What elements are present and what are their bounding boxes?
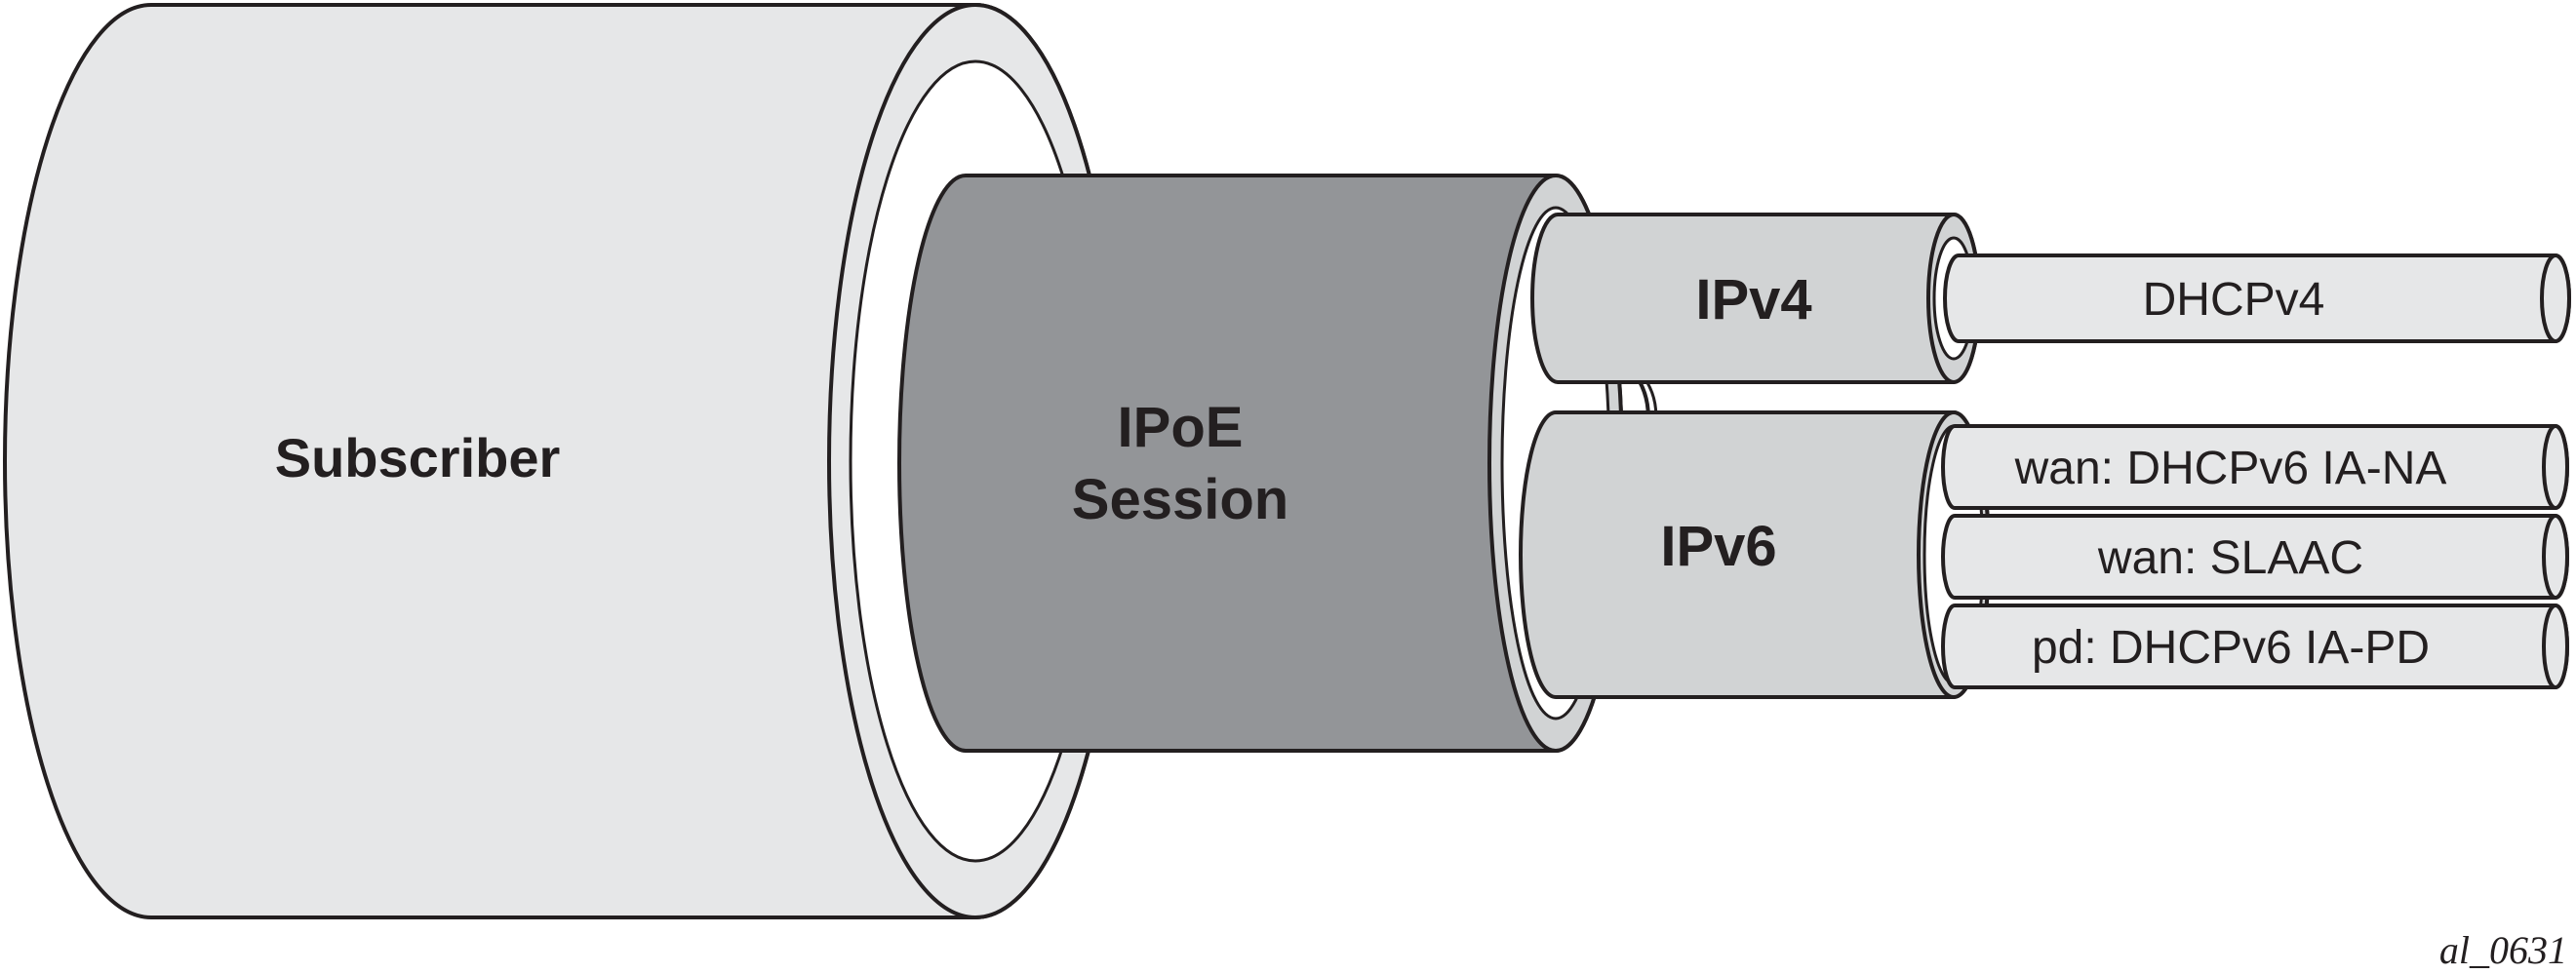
pd-dhcpv6-tube-end: [2542, 604, 2569, 689]
figure-id-label: al_0631: [2439, 928, 2567, 972]
dhcpv4-tube: [1943, 253, 2571, 343]
ipoe-session-label-line1: IPoE: [1118, 396, 1244, 459]
subscriber-label: Subscriber: [275, 427, 561, 488]
wan-slaac-tube: [1941, 514, 2569, 600]
dhcpv4-label: DHCPv4: [2143, 274, 2325, 326]
ipv4-label: IPv4: [1695, 268, 1811, 331]
pd-dhcpv6-tube: [1941, 604, 2569, 689]
wan-dhcpv6-tube: [1941, 424, 2569, 510]
wan-dhcpv6-label: wan: DHCPv6 IA-NA: [2014, 443, 2447, 494]
wan-slaac-tube-end: [2542, 514, 2569, 600]
pd-dhcpv6-label: pd: DHCPv6 IA-PD: [2032, 622, 2430, 674]
wan-dhcpv6-tube-end: [2542, 424, 2569, 510]
ipoe-session-label-line2: Session: [1072, 468, 1288, 531]
dhcpv4-tube-end: [2540, 253, 2571, 343]
wan-slaac-label: wan: SLAAC: [2097, 532, 2363, 584]
ipv6-label: IPv6: [1660, 515, 1776, 578]
